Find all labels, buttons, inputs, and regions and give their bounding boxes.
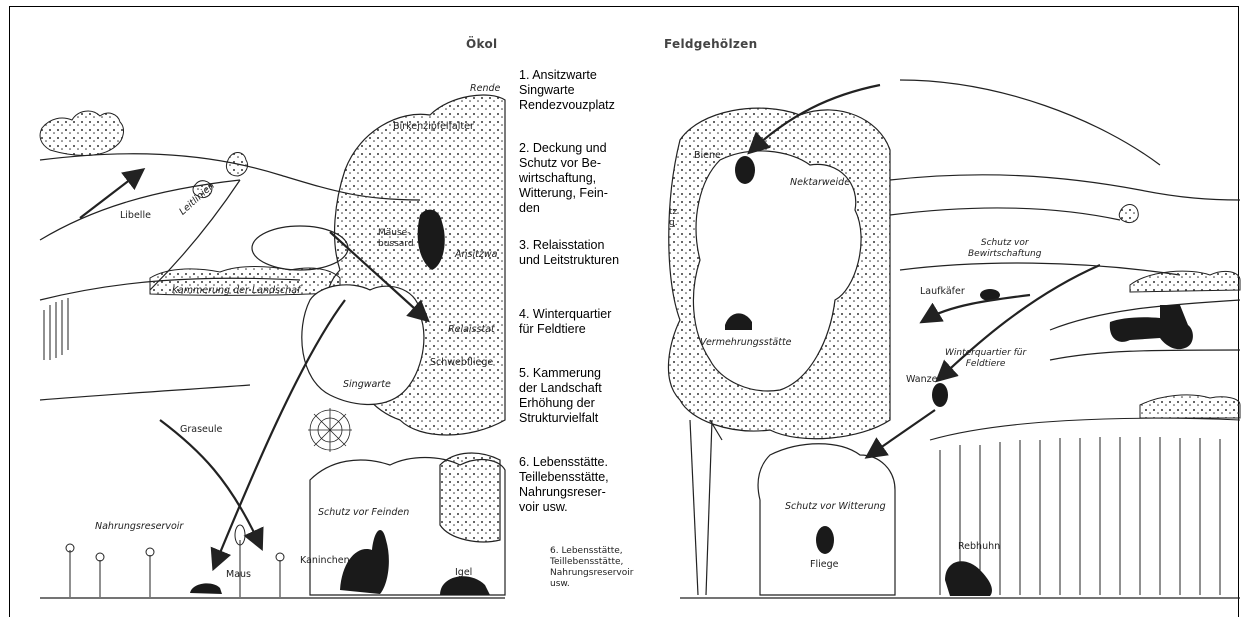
label-libelle: Libelle — [120, 211, 151, 221]
legend-item-6: 6. Lebensstätte. Teillebensstätte, Nahru… — [519, 455, 664, 515]
right-tree-trunks — [690, 420, 722, 595]
label-ansitzwa: Ansitzwa — [455, 250, 497, 260]
mouse-silhouette — [190, 583, 222, 594]
legend-item-3: 3. Relaisstation und Leitstrukturen — [519, 238, 664, 268]
label-schutz-vor-witterung: Schutz vor Witterung — [785, 502, 886, 512]
label-schutz-vor-feinden: Schutz vor Feinden — [318, 508, 409, 518]
label-rebhuhn: Rebhuhn — [958, 542, 1000, 552]
label-maeusebussard: Mäuse- bussard — [378, 228, 414, 250]
label-igel: Igel — [455, 568, 472, 578]
label-vermehrungsstaette: Vermehrungsstätte — [700, 338, 792, 348]
label-graseule: Graseule — [180, 425, 222, 435]
label-nektarweide: Nektarweide — [790, 178, 850, 188]
spider-web — [308, 408, 352, 452]
fly-silhouette — [816, 526, 834, 554]
bee-silhouette — [735, 156, 755, 184]
label-kammerung: Kammerung der Landschaf — [172, 286, 300, 296]
label-rende: Rende — [470, 84, 500, 94]
bug-silhouette — [932, 383, 948, 407]
right-hills — [890, 80, 1240, 360]
label-singwarte: Singwarte — [343, 380, 391, 390]
central-tree-cluster — [302, 95, 505, 595]
label-schutz-bewirtschaftung: Schutz vor Bewirtschaftung — [968, 238, 1041, 260]
left-flowers — [66, 525, 284, 597]
legend-item-4: 4. Winterquartier für Feldtiere — [519, 307, 664, 337]
label-schwebfliege: Schwebfliege — [430, 358, 493, 368]
label-maus: Maus — [226, 570, 251, 580]
title-left-fragment: Ökol — [466, 38, 497, 50]
legend-item-1: 1. Ansitzwarte Singwarte Rendezvouzplatz — [519, 68, 664, 113]
label-wanze: Wanze — [906, 375, 937, 385]
legend-item-2: 2. Deckung und Schutz vor Be- wirtschaft… — [519, 141, 664, 216]
label-fliege: Fliege — [810, 560, 838, 570]
left-field-stalks — [44, 298, 68, 360]
flight-ellipse — [252, 226, 348, 270]
label-winterquartier: Winterquartier für Feldtiere — [945, 348, 1026, 370]
label-laufkaefer: Laufkäfer — [920, 287, 965, 297]
label-fragment-tz: tz g. — [669, 207, 678, 229]
label-biene: Biene — [694, 151, 721, 161]
label-nahrungsreservoir: Nahrungsreservoir — [95, 522, 183, 532]
legend-item-5: 5. Kammerung der Landschaft Erhöhung der… — [519, 366, 664, 426]
right-tree-cluster — [668, 108, 895, 595]
title-right-fragment: Feldgehölzen — [664, 38, 757, 50]
label-kaninchen: Kaninchen — [300, 556, 350, 566]
label-birkenzipfelfalter: Birkenzipfelfalter — [393, 122, 474, 132]
partridge-silhouette — [945, 561, 992, 596]
label-relaisstat: Relaisstat — [448, 325, 495, 335]
label-lebensstaette-small: 6. Lebensstätte, Teillebensstätte, Nahru… — [550, 546, 633, 590]
